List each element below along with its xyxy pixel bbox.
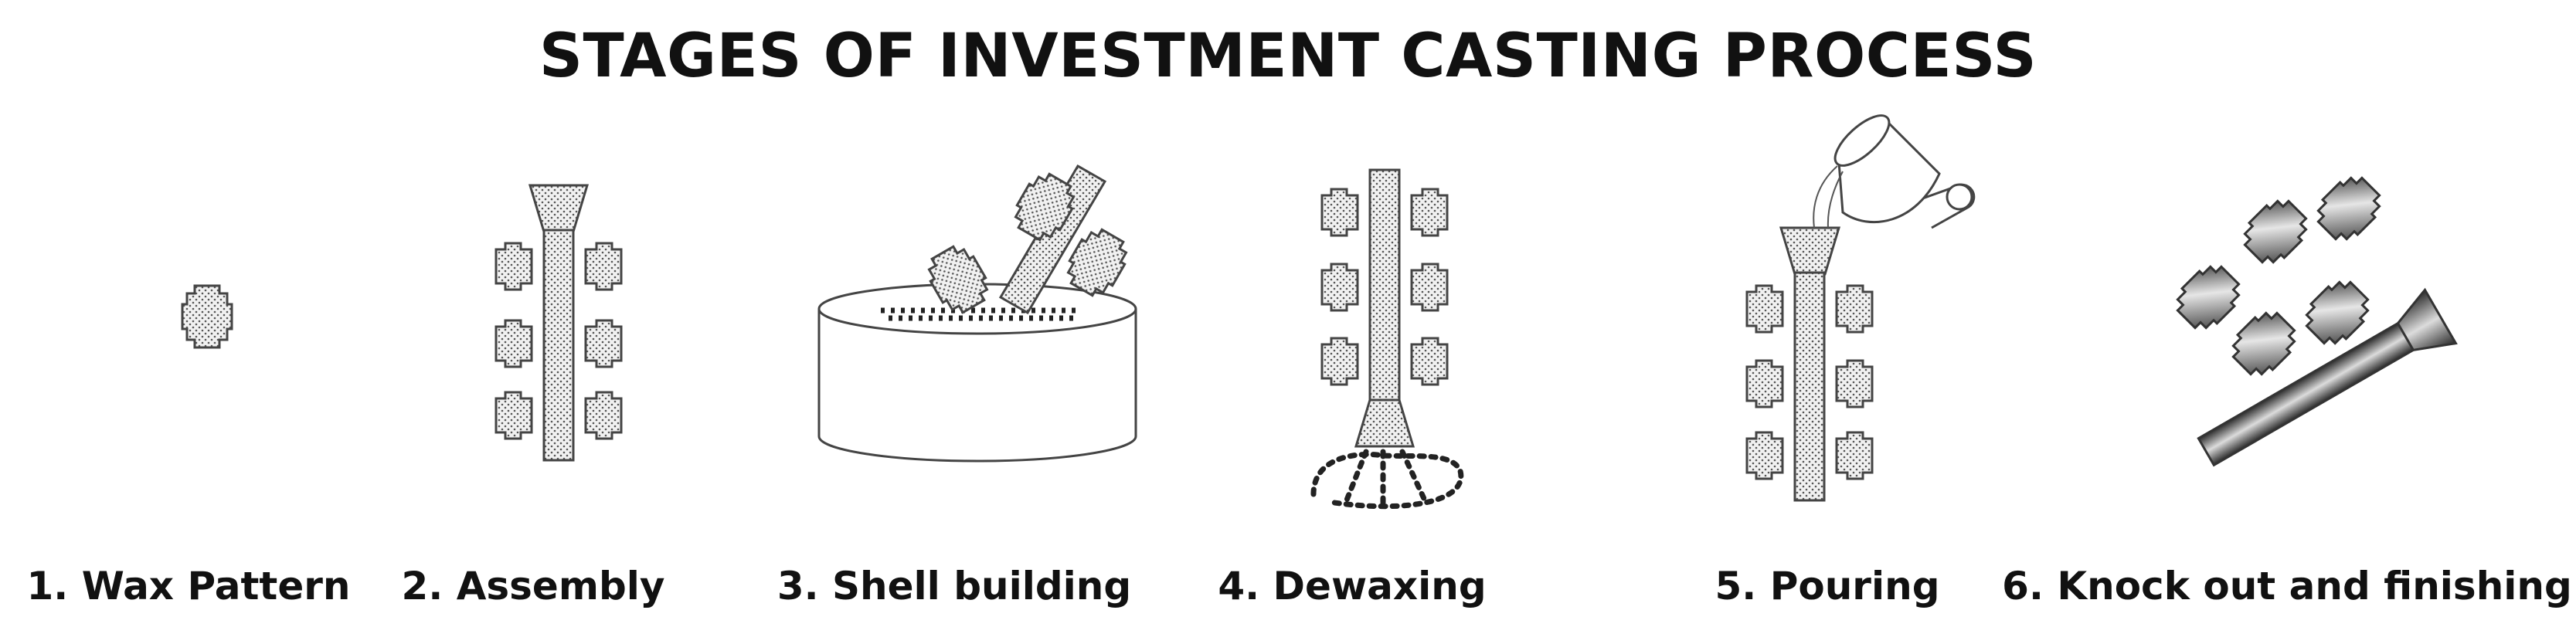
stage-label-pouring: 5. Pouring	[1715, 564, 1940, 608]
finished-castings-illustration	[2167, 168, 2458, 467]
stage-label-wax-pattern: 1. Wax Pattern	[26, 564, 351, 608]
pouring-illustration	[1745, 114, 1976, 502]
wax-pattern-illustration	[181, 284, 233, 349]
stage-label-assembly: 2. Assembly	[401, 564, 665, 608]
dewaxing-illustration	[1310, 168, 1464, 510]
shell-building-illustration	[817, 164, 1137, 463]
stage-label-shell-building: 3. Shell building	[777, 564, 1132, 608]
stage-label-knock-out-finishing: 6. Knock out and finishing	[2002, 564, 2572, 608]
assembly-tree-illustration	[494, 184, 623, 462]
stage-label-dewaxing: 4. Dewaxing	[1218, 564, 1487, 608]
diagram-title: STAGES OF INVESTMENT CASTING PROCESS	[539, 22, 2037, 91]
